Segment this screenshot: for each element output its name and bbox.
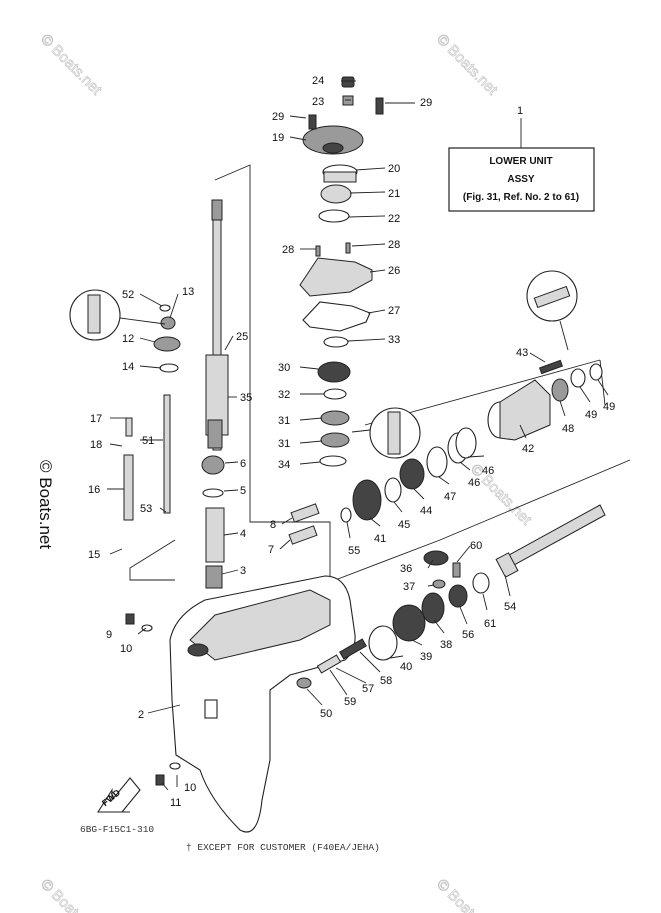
- callout-24: 24: [312, 75, 324, 87]
- callout-39: 39: [420, 651, 432, 663]
- watermark-top-left: © Boats.net: [37, 31, 105, 99]
- callout-6: 6: [240, 458, 246, 470]
- drive-shaft-bushings: [201, 455, 225, 589]
- callout-46-left: 46: [468, 477, 480, 489]
- callout-7: 7: [268, 544, 274, 556]
- callout-28-right: 28: [388, 239, 400, 251]
- callout-14: 14: [122, 361, 134, 373]
- callout-45: 45: [398, 519, 410, 531]
- callout-27: 27: [388, 305, 400, 317]
- callout-37: 37: [403, 581, 415, 593]
- callout-55: 55: [348, 545, 360, 557]
- callout-28-left: 28: [282, 244, 294, 256]
- callout-21: 21: [388, 188, 400, 200]
- callout-15: 15: [88, 549, 100, 561]
- shift-rod: [163, 394, 171, 514]
- callout-56: 56: [462, 629, 474, 641]
- callout-4: 4: [240, 528, 246, 540]
- callout-51: 51: [142, 435, 154, 447]
- callout-22: 22: [388, 213, 400, 225]
- assy-reference: (Fig. 31, Ref. No. 2 to 61): [463, 192, 579, 203]
- assy-title-line1: LOWER UNIT: [489, 156, 552, 167]
- leader-lines: [107, 80, 609, 791]
- bolts-left: [125, 613, 181, 786]
- callout-19: 19: [272, 132, 284, 144]
- callout-48: 48: [562, 423, 574, 435]
- callout-29-right: 29: [420, 97, 432, 109]
- callout-43: 43: [516, 347, 528, 359]
- callout-10-bottom: 10: [184, 782, 196, 794]
- callout-20: 20: [388, 163, 400, 175]
- callout-52: 52: [122, 289, 134, 301]
- footnote: † EXCEPT FOR CUSTOMER (F40EA/JEHA): [186, 842, 380, 853]
- callout-54: 54: [504, 601, 516, 613]
- callout-31-bottom: 31: [278, 438, 290, 450]
- callout-11: 11: [170, 797, 181, 809]
- lower-unit-assy-box: LOWER UNIT ASSY (Fig. 31, Ref. No. 2 to …: [448, 105, 595, 212]
- callout-59: 59: [344, 696, 356, 708]
- shift-cam-cluster: [69, 289, 181, 373]
- callout-32: 32: [278, 389, 290, 401]
- rubber-seals: [288, 503, 320, 545]
- callout-47: 47: [444, 491, 456, 503]
- callout-13: 13: [182, 286, 194, 298]
- forward-gear-group: [340, 427, 477, 523]
- callout-18: 18: [90, 439, 102, 451]
- drive-shaft: [205, 199, 229, 451]
- callout-17: 17: [90, 413, 102, 425]
- callout-40: 40: [400, 661, 412, 673]
- callout-58: 58: [380, 675, 392, 687]
- callout-16: 16: [88, 484, 100, 496]
- callout-9: 9: [106, 629, 112, 641]
- callout-12: 12: [122, 333, 134, 345]
- propeller-shaft-group: [296, 504, 606, 689]
- callout-34: 34: [278, 459, 290, 471]
- callout-44: 44: [420, 505, 432, 517]
- callout-35: 35: [240, 392, 252, 404]
- callout-46-right: 46: [482, 465, 494, 477]
- forward-arrow: FWD: [96, 777, 141, 813]
- callout-42: 42: [522, 443, 534, 455]
- callout-53: 53: [140, 503, 152, 515]
- callout-23: 23: [312, 96, 324, 108]
- callout-60: 60: [470, 540, 482, 552]
- water-tube: [123, 417, 134, 521]
- callout-25: 25: [236, 331, 248, 343]
- callout-26: 26: [388, 265, 400, 277]
- callout-38: 38: [440, 639, 452, 651]
- assembly-frame-lines: [129, 164, 631, 583]
- callout-29-left: 29: [272, 111, 284, 123]
- drawing-code: 6BG-F15C1-310: [80, 824, 154, 835]
- callout-57: 57: [362, 683, 374, 695]
- callout-41: 41: [374, 533, 386, 545]
- callout-10-top: 10: [120, 643, 132, 655]
- gear-case: [169, 575, 356, 833]
- callout-3: 3: [240, 565, 246, 577]
- callout-5: 5: [240, 485, 246, 497]
- callout-50: 50: [320, 708, 332, 720]
- water-pump-stack: [299, 76, 384, 467]
- callout-61: 61: [484, 618, 496, 630]
- watermark-bottom-left: © Boats.net: [37, 876, 105, 913]
- detail-circles: [351, 270, 578, 459]
- callout-33: 33: [388, 334, 400, 346]
- watermark-bottom-right: © Boats.net: [433, 876, 501, 913]
- callout-1: 1: [517, 105, 523, 117]
- callout-8: 8: [270, 519, 276, 531]
- callout-labels: 24 23 29 29 19 20 21 22 28 28 26 27 33 3…: [88, 75, 615, 809]
- side-watermark: © Boats.net: [36, 460, 55, 549]
- callout-49-right: 49: [603, 401, 615, 413]
- callout-36: 36: [400, 563, 412, 575]
- callout-2: 2: [138, 709, 144, 721]
- callout-31-top: 31: [278, 415, 290, 427]
- watermark-mid: © Boats.net: [467, 461, 535, 529]
- callout-49-left: 49: [585, 409, 597, 421]
- assy-title-line2: ASSY: [507, 174, 535, 185]
- propeller-shaft-housing: [487, 359, 603, 441]
- callout-30: 30: [278, 362, 290, 374]
- watermark-top-right: © Boats.net: [433, 31, 501, 99]
